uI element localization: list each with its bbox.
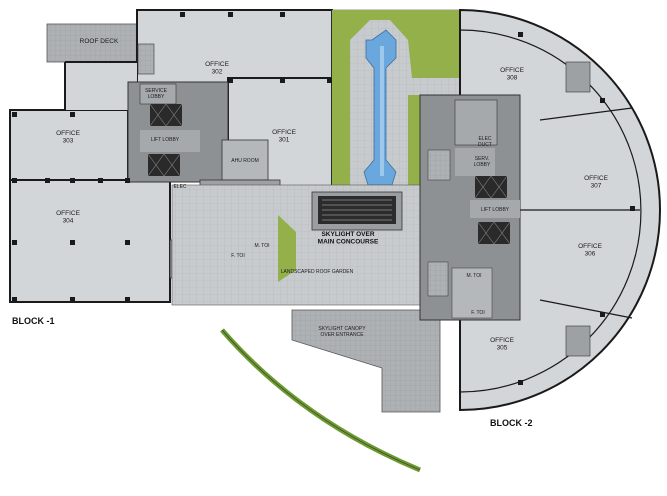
f-toi-1-label: F. TOI	[231, 253, 244, 259]
landscaped-roof-garden-label: LANDSCAPED ROOF GARDEN	[281, 269, 354, 275]
toilet-pod	[565, 325, 591, 357]
garden-small	[278, 215, 296, 282]
stair	[427, 261, 449, 297]
serv-lobby-label: SERV.LOBBY	[474, 156, 491, 168]
lift-lobby	[470, 200, 520, 218]
block-2-label: BLOCK -2	[490, 418, 533, 428]
toilet-pod	[565, 61, 591, 93]
ahu-room-label: AHU ROOM	[231, 158, 259, 164]
central-concourse	[171, 9, 463, 413]
garden-left	[332, 78, 350, 185]
garden-top	[332, 10, 460, 78]
lift-lobby	[140, 130, 200, 152]
elec-duct	[454, 99, 498, 146]
skylight-canopy	[291, 309, 441, 413]
m-toi-2-label: M. TOI	[466, 273, 481, 279]
serv-lobby	[455, 148, 495, 176]
elec-label: ELEC	[173, 184, 186, 190]
roof-deck-label: ROOF DECK	[80, 38, 119, 45]
m-toi-1-label: M. TOI	[254, 243, 269, 249]
roof-deck	[46, 23, 138, 63]
stair	[427, 149, 451, 181]
block-2	[419, 8, 661, 412]
lift-lobby-1-label: LIFT LOBBY	[151, 137, 180, 143]
office-303	[9, 109, 129, 181]
stair	[137, 43, 155, 75]
block-1-label: BLOCK -1	[12, 316, 55, 326]
lift-lobby-2-label: LIFT LOBBY	[481, 207, 510, 213]
f-toi-2-label: F. TOI	[471, 310, 484, 316]
office-302	[136, 9, 333, 91]
toilets-block2	[451, 267, 493, 319]
ahu-room	[221, 139, 269, 181]
structural-columns	[12, 12, 635, 385]
office-304	[9, 179, 171, 303]
